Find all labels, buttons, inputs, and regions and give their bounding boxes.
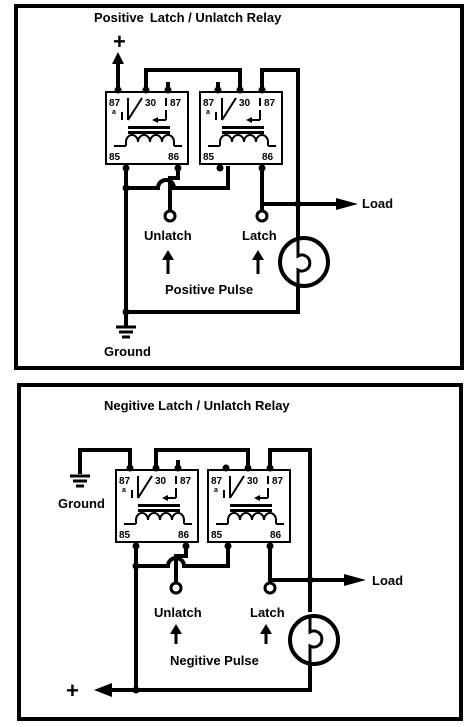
relay-icon: 87 a 30 87 85 86 [115, 469, 199, 543]
svg-text:86: 86 [168, 152, 180, 163]
panel-title: Negitive Latch / Unlatch Relay [104, 398, 290, 413]
panel-frame [17, 383, 463, 721]
ground-label: Ground [104, 344, 151, 359]
arrow-icon [94, 683, 112, 697]
svg-text:a: a [214, 487, 218, 494]
svg-text:a: a [122, 487, 126, 494]
arrow-icon [162, 250, 174, 274]
svg-text:30: 30 [155, 476, 167, 487]
junction-dots [126, 464, 314, 694]
pulse-label: Positive Pulse [165, 282, 253, 297]
unlatch-label: Unlatch [144, 228, 192, 243]
svg-text:87: 87 [170, 98, 182, 109]
arrow-icon [170, 624, 182, 644]
svg-text:30: 30 [247, 476, 259, 487]
svg-text:87: 87 [109, 98, 121, 109]
latch-label: Latch [242, 228, 277, 243]
svg-text:86: 86 [270, 530, 282, 541]
latch-label: Latch [250, 605, 285, 620]
ground-label: Ground [58, 496, 105, 511]
latch-terminal [255, 209, 269, 223]
arrow-icon [112, 52, 124, 64]
svg-text:30: 30 [239, 98, 251, 109]
unlatch-label: Unlatch [154, 605, 202, 620]
relay-icon: 87 a 30 87 85 86 [105, 91, 189, 165]
svg-text:86: 86 [178, 530, 190, 541]
ground-icon [116, 310, 136, 339]
unlatch-terminal [163, 209, 177, 223]
svg-text:a: a [112, 109, 116, 116]
unlatch-terminal [169, 581, 183, 595]
svg-text:87: 87 [211, 476, 223, 487]
ground-icon [70, 448, 132, 488]
panel-negative: Negitive Latch / Unlatch Relay Ground 87… [17, 383, 463, 721]
svg-text:a: a [206, 109, 210, 116]
svg-text:87: 87 [119, 476, 131, 487]
arrow-icon [252, 250, 264, 274]
supply-plus-symbol: + [113, 29, 126, 54]
svg-text:85: 85 [119, 530, 131, 541]
svg-text:85: 85 [211, 530, 223, 541]
lamp-icon [288, 612, 340, 666]
svg-text:87: 87 [264, 98, 276, 109]
panel-frame [14, 4, 464, 370]
relay-icon: 87 a 30 87 85 86 [199, 91, 283, 165]
relay-icon: 87 a 30 87 85 86 [207, 469, 291, 543]
load-label: Load [362, 196, 393, 211]
svg-text:87: 87 [180, 476, 192, 487]
latch-terminal [263, 581, 277, 595]
arrow-icon [260, 624, 272, 644]
svg-text:86: 86 [262, 152, 274, 163]
arrow-icon [336, 198, 358, 210]
load-label: Load [372, 573, 403, 588]
pulse-label: Negitive Pulse [170, 653, 259, 668]
svg-text:87: 87 [272, 476, 284, 487]
lamp-icon [278, 236, 330, 288]
svg-text:30: 30 [145, 98, 157, 109]
svg-text:85: 85 [109, 152, 121, 163]
svg-text:87: 87 [203, 98, 215, 109]
supply-plus-symbol: + [66, 678, 79, 703]
wiring [110, 448, 348, 692]
svg-text:85: 85 [203, 152, 215, 163]
arrow-icon [344, 574, 366, 586]
junction-dots [114, 86, 302, 316]
